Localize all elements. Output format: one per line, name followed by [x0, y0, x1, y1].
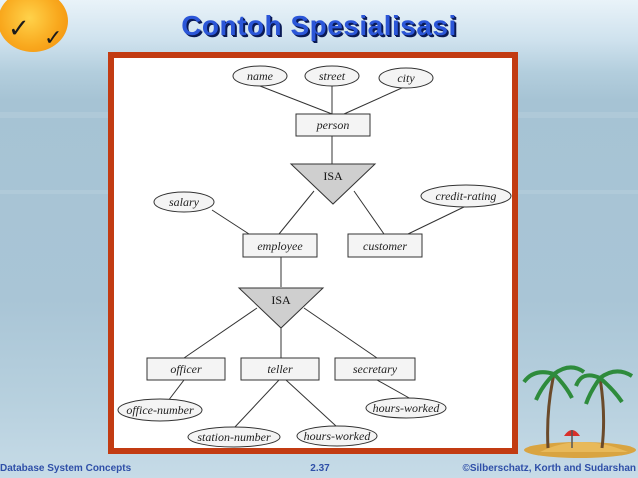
entity-person: person: [295, 113, 371, 137]
svg-text:person: person: [316, 118, 350, 132]
bird-icon: ✓: [8, 14, 30, 44]
svg-text:station-number: station-number: [197, 430, 271, 444]
diagram-frame: name street city salary credit-rating of…: [108, 52, 518, 454]
attribute-salary: salary: [153, 191, 215, 213]
footer-page-number: 2.37: [310, 463, 330, 474]
svg-text:teller: teller: [267, 362, 293, 376]
attribute-street: street: [304, 65, 360, 87]
footer-left: Database System Concepts: [0, 463, 132, 474]
attribute-credit-rating: credit-rating: [420, 184, 512, 208]
entity-employee: employee: [242, 233, 318, 258]
svg-text:ISA: ISA: [323, 169, 343, 183]
er-diagram: name street city salary credit-rating of…: [117, 65, 512, 448]
svg-text:hours-worked: hours-worked: [373, 401, 441, 415]
svg-text:ISA: ISA: [271, 293, 291, 307]
slide-title: Contoh Spesialisasi: [181, 10, 457, 41]
svg-text:hours-worked: hours-worked: [304, 429, 372, 443]
palm-island-icon: [522, 365, 636, 458]
relationship-lines: [167, 85, 467, 429]
svg-text:employee: employee: [257, 239, 303, 253]
attribute-name: name: [232, 65, 288, 87]
attribute-hours-worked-secretary: hours-worked: [365, 397, 447, 419]
attribute-hours-worked-teller: hours-worked: [296, 425, 378, 447]
isa-triangle-top: ISA: [289, 163, 377, 205]
svg-text:credit-rating: credit-rating: [436, 189, 497, 203]
attribute-office-number: office-number: [117, 398, 203, 422]
entity-secretary: secretary: [334, 357, 416, 381]
svg-text:secretary: secretary: [353, 362, 398, 376]
entity-customer: customer: [347, 233, 423, 258]
svg-text:street: street: [319, 69, 346, 83]
entity-teller: teller: [240, 357, 320, 381]
sun-icon: [0, 0, 68, 52]
bird-icon: ✓: [44, 26, 63, 51]
svg-text:customer: customer: [363, 239, 407, 253]
svg-text:city: city: [397, 71, 415, 85]
attribute-station-number: station-number: [187, 426, 281, 448]
entity-officer: officer: [146, 357, 226, 381]
svg-text:salary: salary: [169, 195, 200, 209]
footer-copyright: ©Silberschatz, Korth and Sudarshan: [462, 463, 636, 474]
isa-triangle-bottom: ISA: [237, 287, 325, 329]
attribute-city: city: [378, 67, 434, 89]
svg-text:office-number: office-number: [126, 403, 194, 417]
svg-text:name: name: [247, 69, 274, 83]
svg-text:officer: officer: [170, 362, 202, 376]
